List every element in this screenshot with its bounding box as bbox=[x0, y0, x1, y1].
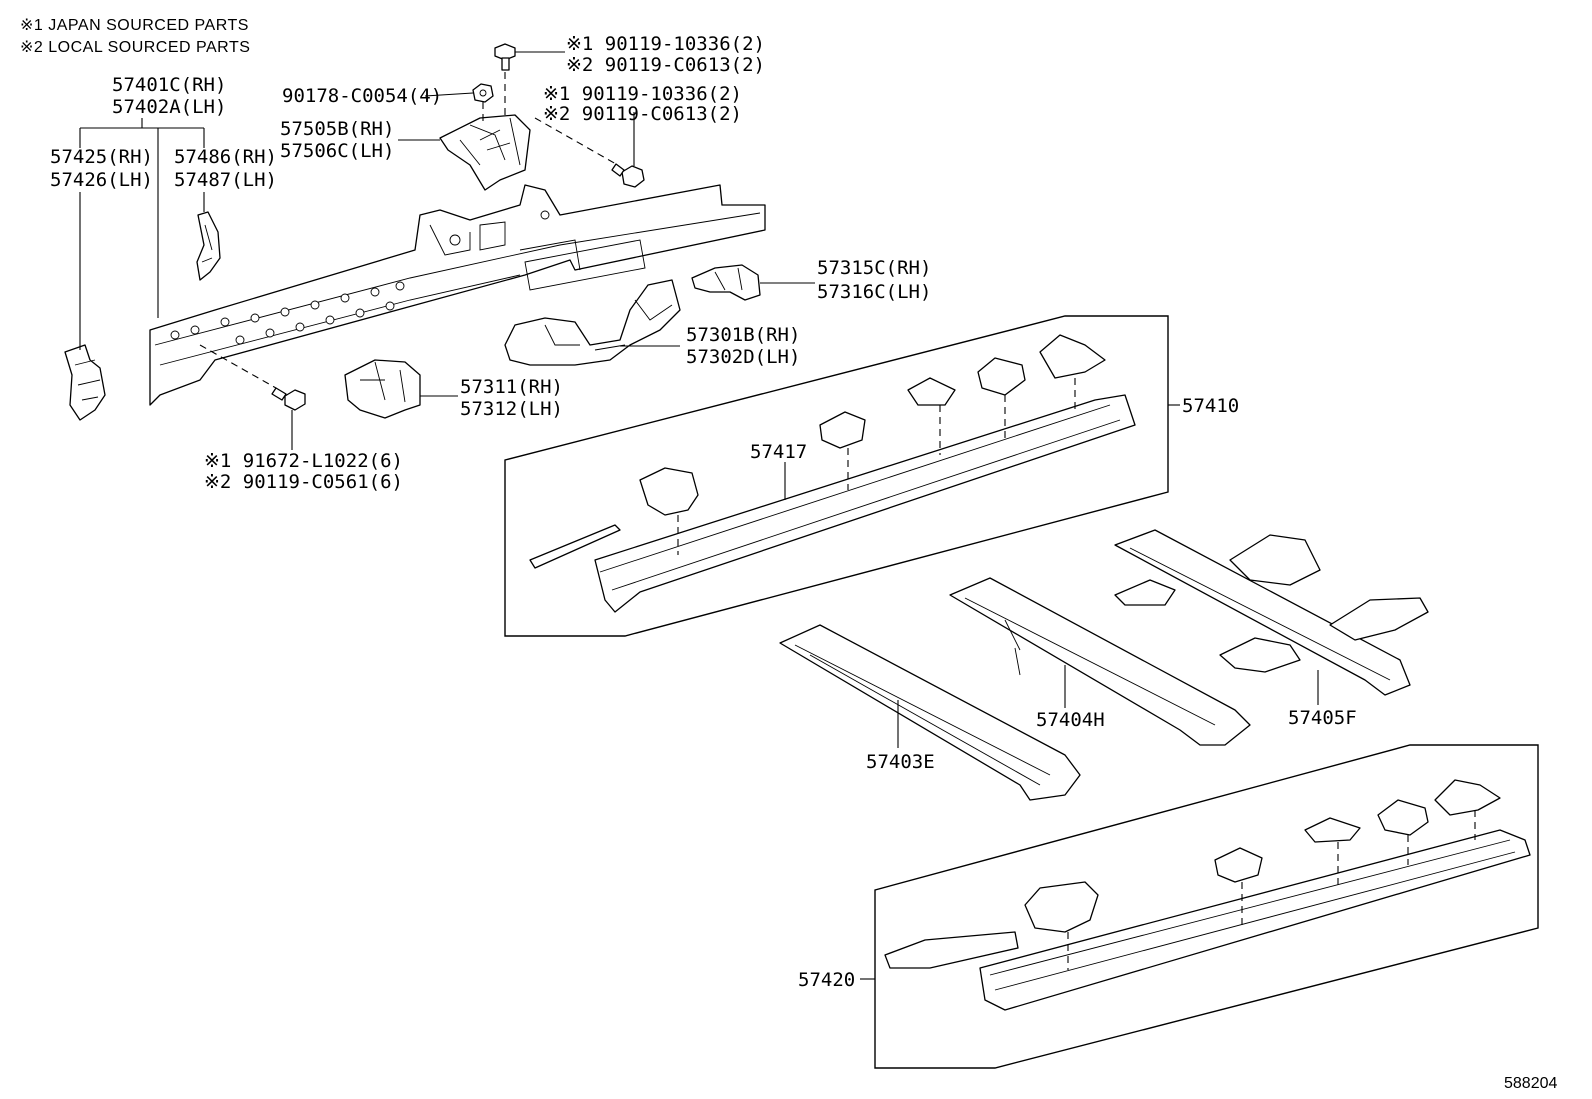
label-57486: 57486(RH) bbox=[174, 146, 277, 168]
note-local-sourced: ※2 LOCAL SOURCED PARTS bbox=[20, 39, 250, 56]
label-57405f: 57405F bbox=[1288, 707, 1357, 729]
bracket-57425-part bbox=[64, 344, 106, 421]
label-57301b: 57301B(RH) bbox=[686, 324, 800, 346]
label-bolt-top-local: ※2 90119-C0613(2) bbox=[566, 54, 765, 76]
label-57426: 57426(LH) bbox=[50, 169, 153, 191]
label-57404h: 57404H bbox=[1036, 709, 1105, 731]
label-57410: 57410 bbox=[1182, 395, 1239, 417]
label-57315c: 57315C(RH) bbox=[817, 257, 931, 279]
bolt-top-part bbox=[494, 43, 516, 71]
label-bolt-lower-local: ※2 90119-C0561(6) bbox=[204, 471, 403, 493]
label-90178: 90178-C0054(4) bbox=[282, 85, 442, 107]
label-57316c: 57316C(LH) bbox=[817, 281, 931, 303]
leader-lines bbox=[79, 51, 1319, 980]
label-bolt-lower-japan: ※1 91672-L1022(6) bbox=[204, 450, 403, 472]
label-57402a: 57402A(LH) bbox=[112, 96, 226, 118]
floor-panel-57405f-part bbox=[1114, 529, 1429, 696]
group-frame-57420 bbox=[874, 744, 1539, 1069]
label-57487: 57487(LH) bbox=[174, 169, 277, 191]
label-57417: 57417 bbox=[750, 441, 807, 463]
label-bolt-top-japan: ※1 90119-10336(2) bbox=[566, 33, 765, 55]
label-57506c: 57506C(LH) bbox=[280, 140, 394, 162]
floor-panel-57403e-part bbox=[779, 624, 1081, 801]
group-frame-57410 bbox=[504, 315, 1169, 637]
front-side-member-part bbox=[149, 184, 766, 406]
label-57425: 57425(RH) bbox=[50, 146, 153, 168]
label-57311: 57311(RH) bbox=[460, 376, 563, 398]
label-bolt-right-japan: ※1 90119-10336(2) bbox=[543, 83, 742, 105]
label-bolt-right-local: ※2 90119-C0613(2) bbox=[543, 103, 742, 125]
part-57301b bbox=[504, 279, 681, 366]
label-57403e: 57403E bbox=[866, 751, 935, 773]
note-japan-sourced: ※1 JAPAN SOURCED PARTS bbox=[20, 17, 249, 34]
rocker-panel-57420-part bbox=[884, 779, 1531, 1011]
bolt-lower-part bbox=[271, 387, 306, 411]
label-57420: 57420 bbox=[798, 969, 855, 991]
floor-panel-57404h-part bbox=[949, 577, 1251, 746]
bracket-57486-part bbox=[196, 211, 221, 281]
label-57312: 57312(LH) bbox=[460, 398, 563, 420]
part-57311 bbox=[344, 359, 421, 419]
label-57302d: 57302D(LH) bbox=[686, 346, 800, 368]
nut-90178-part bbox=[472, 83, 494, 103]
part-57315c bbox=[691, 264, 761, 301]
label-57401c: 57401C(RH) bbox=[112, 74, 226, 96]
bracket-57505b-part bbox=[439, 114, 531, 191]
figure-number: 588204 bbox=[1504, 1075, 1557, 1092]
rocker-panel-57410-part bbox=[529, 334, 1136, 613]
label-57505b: 57505B(RH) bbox=[280, 118, 394, 140]
bolt-right-part bbox=[611, 163, 645, 188]
